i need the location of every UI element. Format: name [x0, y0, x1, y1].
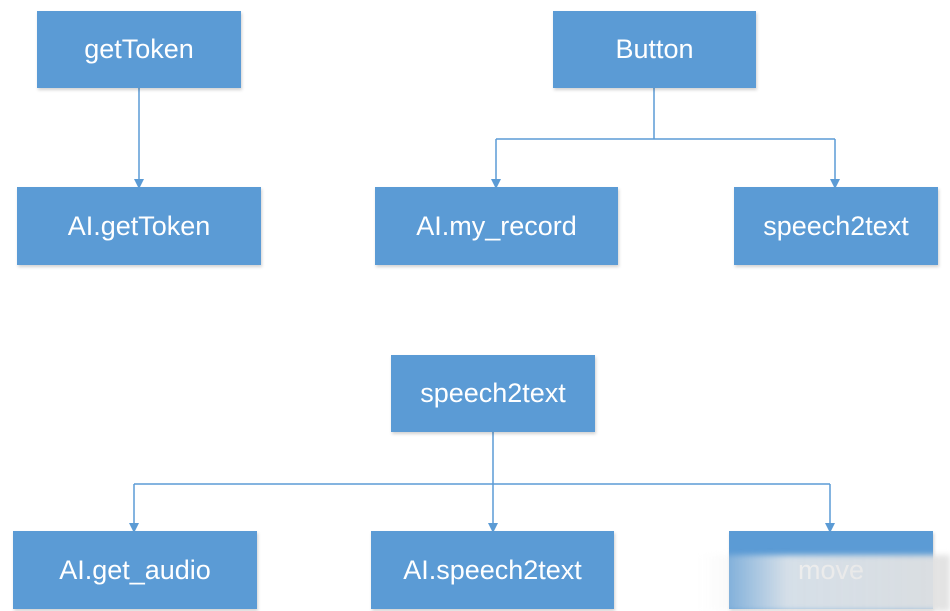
node-ai-my-record: AI.my_record	[375, 187, 618, 265]
node-speech2text-right: speech2text	[734, 187, 938, 265]
node-gettoken: getToken	[37, 11, 241, 88]
node-button: Button	[553, 11, 756, 88]
node-ai-speech2text: AI.speech2text	[371, 531, 614, 609]
watermark-blur	[700, 555, 950, 611]
edge-button-branch	[491, 88, 840, 189]
edge-speech2text-branch	[129, 432, 835, 533]
node-speech2text-center: speech2text	[391, 355, 595, 432]
node-ai-get-audio: AI.get_audio	[13, 531, 257, 609]
node-ai-gettoken: AI.getToken	[17, 187, 261, 265]
